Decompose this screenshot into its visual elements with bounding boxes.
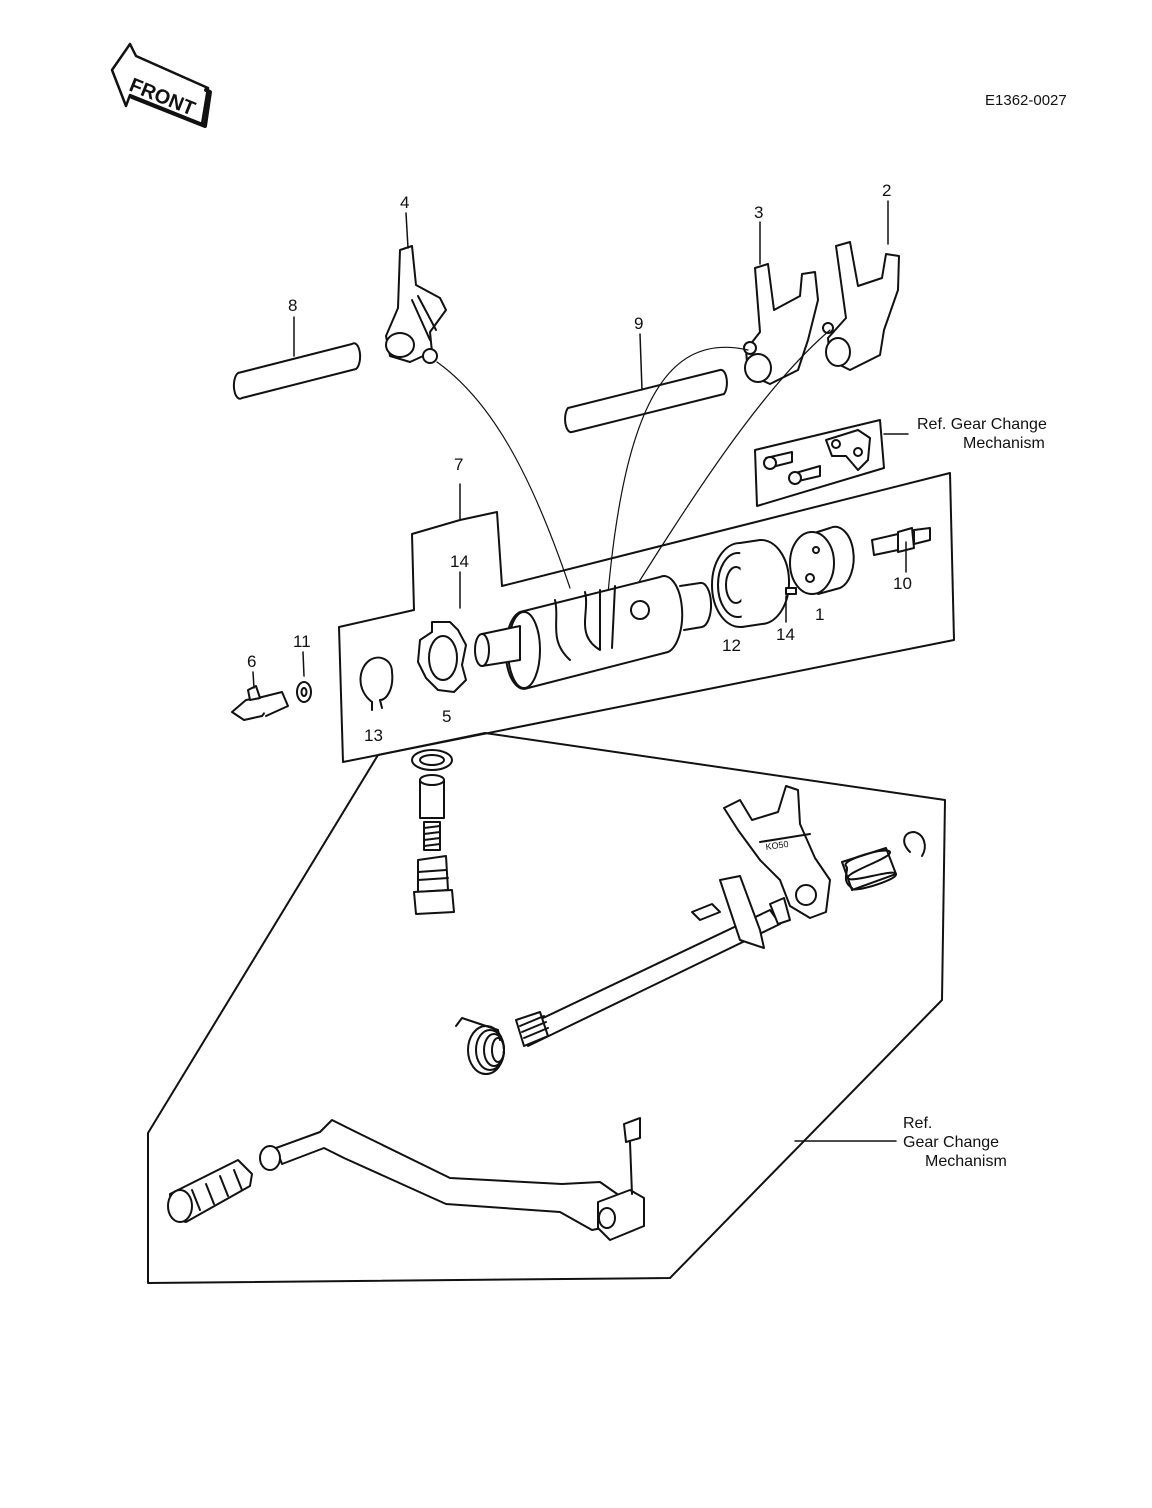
callout-13: 13: [364, 726, 383, 745]
drum-assembly-outline: [338, 472, 955, 763]
shift-fork-4: [385, 245, 447, 364]
gear-change-ref-box: [754, 419, 885, 507]
callout-2: 2: [882, 181, 892, 200]
ref-gear-change-upper: Ref. Gear Change Mechanism: [917, 415, 1047, 453]
ref-upper-line1: Ref. Gear Change: [917, 416, 1047, 433]
ref-upper-line2: Mechanism: [963, 435, 1045, 452]
callout-10: 10: [893, 574, 912, 593]
return-spring: [841, 847, 898, 891]
shift-shaft: [515, 875, 791, 1047]
bearing-12: [711, 538, 791, 628]
shift-arm: KO50: [723, 785, 831, 919]
callout-14-second: 14: [776, 625, 795, 644]
front-label: FRONT: [126, 74, 198, 120]
fork-guide-line: [609, 329, 831, 629]
svg-text:KO50: KO50: [765, 839, 789, 852]
callout-14: 14: [450, 552, 469, 571]
callout-7: 7: [454, 455, 464, 474]
callout-4: 4: [400, 193, 410, 212]
shift-mechanism-outline: [147, 732, 946, 1284]
shift-rod-8: [232, 342, 362, 400]
callout-6: 6: [247, 652, 257, 671]
shift-fork-2: [822, 241, 900, 371]
fork-guide-line: [604, 346, 749, 631]
torsion-spring: [455, 1017, 505, 1075]
detent-pin-10: [871, 527, 931, 556]
shift-drum: [474, 575, 713, 690]
circlip-right: [903, 831, 926, 857]
neutral-switch-6: [231, 685, 289, 721]
front-arrow-icon: FRONT: [110, 42, 212, 128]
ref-gear-change-lower: Ref. Gear Change Mechanism: [903, 1114, 1007, 1171]
ref-lower-line1: Ref.: [903, 1115, 933, 1132]
ref-lower-line2: Gear Change: [903, 1134, 1000, 1151]
washer-11: [296, 681, 312, 703]
callout-leaders: [252, 200, 909, 1142]
star-plate-5: [417, 621, 467, 693]
callout-9: 9: [634, 314, 644, 333]
callout-5: 5: [442, 707, 452, 726]
shift-drum-cam: [785, 525, 855, 595]
circlip-13: [359, 656, 394, 711]
shift-rod-9: [564, 368, 728, 434]
shift-pedal: [167, 1117, 645, 1241]
callout-1: 1: [815, 605, 825, 624]
shift-fork-3: [743, 263, 819, 385]
ref-bolts: [763, 429, 871, 485]
fork-guide-line: [436, 361, 571, 589]
callout-3: 3: [754, 203, 764, 222]
callout-12: 12: [722, 636, 741, 655]
callout-8: 8: [288, 296, 298, 315]
detent-plunger-stack: [411, 749, 455, 915]
ref-lower-line3: Mechanism: [925, 1153, 1007, 1170]
diagram-code: E1362-0027: [985, 92, 1067, 109]
callout-11: 11: [293, 632, 311, 651]
